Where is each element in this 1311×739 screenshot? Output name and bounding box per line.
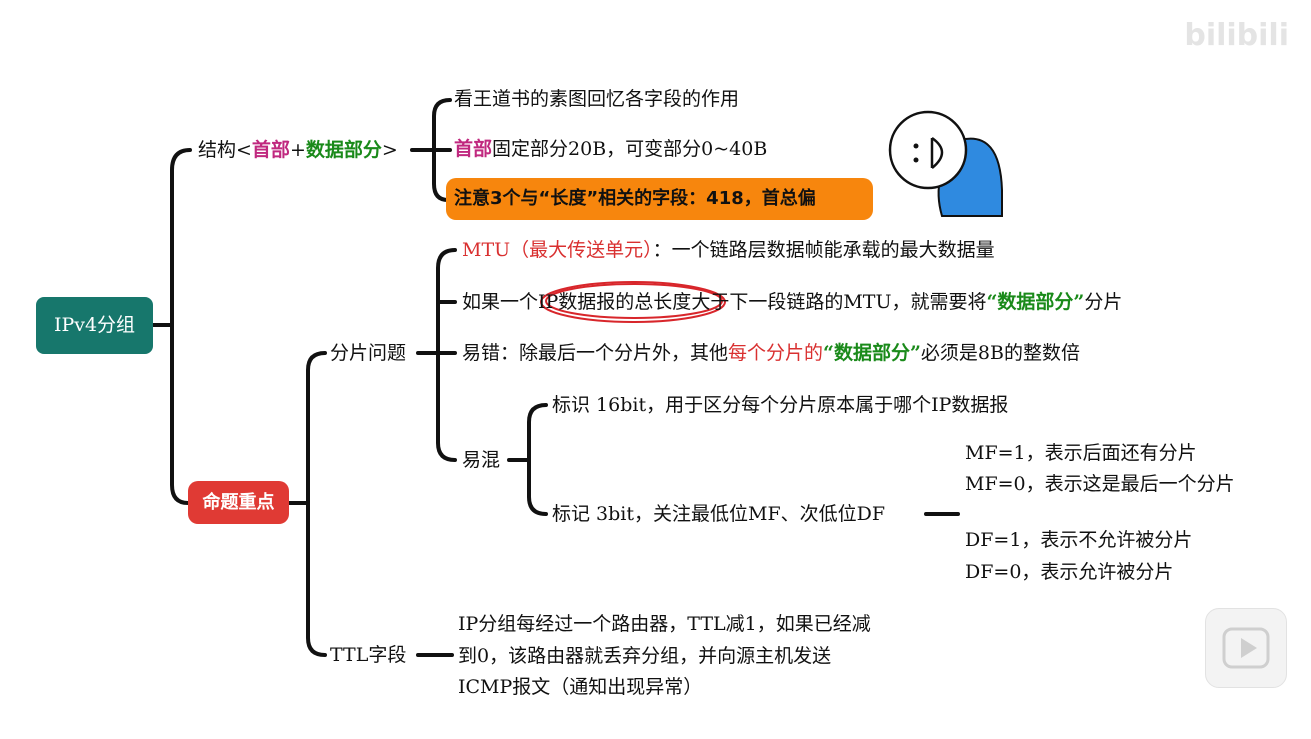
rule-part-c: 分片: [1084, 291, 1123, 313]
err-green: “数据部分”: [823, 342, 921, 364]
mtu-line: MTU（最大传送单元）：一个链路层数据帧能承载的最大数据量: [462, 238, 995, 262]
structure-header: 首部: [251, 139, 290, 161]
structure-node: 结构<首部+数据部分>: [198, 138, 398, 162]
highlight-circle: [540, 281, 726, 323]
mtu-desc: ：一个链路层数据帧能承载的最大数据量: [652, 239, 995, 261]
play-icon: [1222, 627, 1270, 669]
structure-suffix: >: [381, 139, 398, 161]
structure-data: 数据部分: [305, 139, 382, 161]
fragment-rule-line: 如果一个IP数据报的总长度大于下一段链路的MTU，就需要将“数据部分”分片: [462, 290, 1122, 314]
structure-prefix: 结构<: [198, 139, 252, 161]
confuse-node: 易混: [462, 449, 501, 471]
structure-header-size: 首部固定部分20B，可变部分0~40B: [454, 137, 767, 161]
err-part-a: 易错：除最后一个分片外，其他: [462, 342, 729, 364]
err-red: 每个分片的: [728, 342, 824, 364]
length-note: 注意3个与“长度”相关的字段：418，首总偏: [446, 178, 873, 220]
ident-field: 标识 16bit，用于区分每个分片原本属于哪个IP数据报: [552, 394, 1009, 416]
header-word: 首部: [454, 138, 493, 160]
fragmentation-node: 分片问题: [330, 342, 407, 364]
rule-part-a: 如果一个: [462, 291, 539, 313]
connector-keypoint-spine: [306, 351, 327, 657]
rule-circled: IP数据报的总长度: [538, 291, 692, 313]
connector-frag-spine: [436, 248, 457, 462]
df0-item: DF=0，表示允许被分片: [965, 561, 1174, 583]
structure-plus: +: [289, 139, 306, 161]
cartoon-face-icon: [888, 110, 1003, 217]
rule-part-b: 大于下一段链路的MTU，就需要将: [691, 291, 987, 313]
mtu-term: MTU（最大传送单元）: [462, 239, 653, 261]
ttl-line-2: 到0，该路由器就丢弃分组，并向源主机发送: [458, 645, 832, 667]
connector-root-spine: [170, 148, 192, 505]
mf1-item: MF=1，表示后面还有分片: [965, 442, 1197, 464]
mf0-item: MF=0，表示这是最后一个分片: [965, 473, 1235, 495]
ttl-line-3: ICMP报文（通知出现异常）: [458, 676, 703, 698]
flag-field: 标记 3bit，关注最低位MF、次低位DF: [552, 503, 886, 525]
ttl-node: TTL字段: [330, 644, 407, 666]
connector-confuse-spine: [527, 403, 548, 516]
bilibili-watermark: bilibili: [1184, 18, 1289, 53]
header-rest: 固定部分20B，可变部分0~40B: [492, 138, 768, 160]
structure-recall: 看王道书的素图回忆各字段的作用: [454, 88, 740, 110]
key-points-node: 命题重点: [188, 481, 289, 524]
error-prone-line: 易错：除最后一个分片外，其他每个分片的“数据部分”必须是8B的整数倍: [462, 341, 1080, 365]
play-button[interactable]: [1205, 608, 1287, 688]
rule-data: “数据部分”: [986, 291, 1085, 313]
root-node: IPv4分组: [36, 297, 153, 354]
ttl-line-1: IP分组每经过一个路由器，TTL减1，如果已经减: [458, 613, 871, 635]
err-part-c: 必须是8B的整数倍: [920, 342, 1080, 364]
df1-item: DF=1，表示不允许被分片: [965, 529, 1193, 551]
